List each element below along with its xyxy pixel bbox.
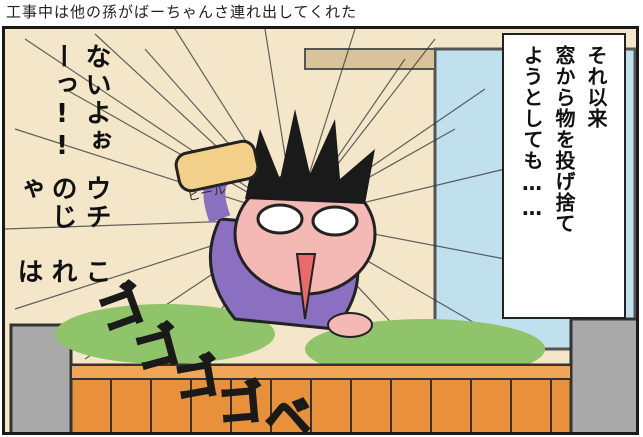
shout-line-1: これは [13, 258, 111, 287]
sound-effect: ゴ ゴ ゴ ゴ ベ [89, 273, 337, 435]
caption-box: それ以来 窓から物を投げ捨て ようとしても…… [502, 33, 626, 319]
character-eye-right [311, 205, 359, 237]
fence-slats [110, 379, 552, 432]
concrete-post-right [569, 317, 636, 432]
window-frame-top [304, 48, 436, 70]
manga-panel: ビール これは ウチのじゃ ないよぉーっ!! それ以来 窓から物を投げ捨て よう… [2, 26, 639, 435]
character-tongue [295, 253, 317, 320]
header-note: 工事中は他の孫がばーちゃんさ連れ出してくれた [6, 3, 358, 21]
caption-line-3: ようとしても…… [520, 45, 544, 221]
caption-line-2: 窓から物を投げ捨て [552, 45, 576, 234]
character-eye-left [256, 203, 304, 235]
sfx-char-5: ベ [264, 389, 312, 435]
shout-line-2: ウチのじゃ [13, 175, 111, 232]
shout-text: これは ウチのじゃ ないよぉーっ!! [11, 43, 113, 303]
character-hair [245, 109, 375, 204]
shout-line-3: ないよぉーっ!! [47, 43, 111, 163]
beer-bottle [174, 139, 260, 193]
fence-rail [70, 364, 572, 380]
caption-line-1: それ以来 [584, 45, 608, 129]
sfx-char-4: ゴ [214, 374, 267, 433]
bush-left [55, 304, 275, 364]
character-hand [327, 312, 373, 338]
